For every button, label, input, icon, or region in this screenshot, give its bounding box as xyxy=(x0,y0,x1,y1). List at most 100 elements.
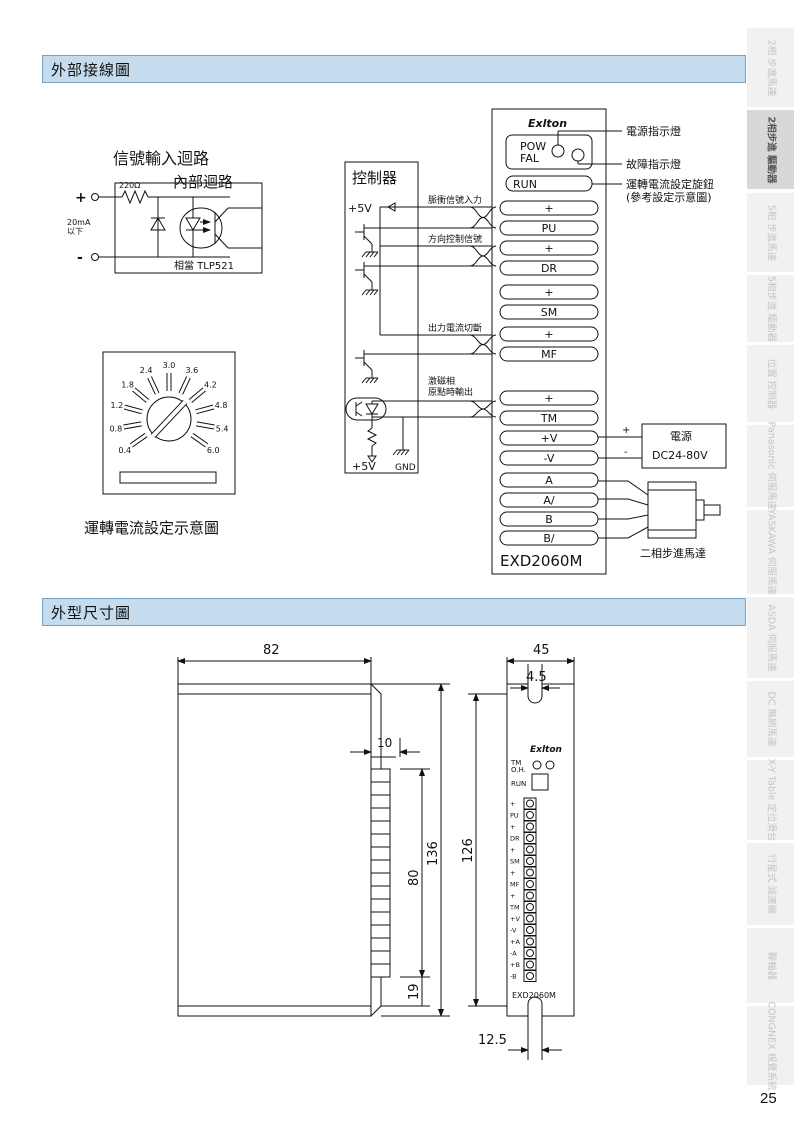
front-terminal: MF xyxy=(510,878,537,890)
signal-current-off: 出力電流切斷 xyxy=(428,322,482,334)
dial-tick-label: 0.4 xyxy=(118,446,131,455)
terminal-label: TM xyxy=(540,412,557,425)
power-label: 電源 xyxy=(670,429,692,443)
front-terminal-label: TM xyxy=(509,904,520,912)
terminal-label: + xyxy=(544,242,553,255)
front-brand: Exlton xyxy=(530,745,562,755)
signal-excitation: 激磁相 xyxy=(428,375,455,387)
dial-tick-label: 5.4 xyxy=(216,424,229,433)
dial-tick-label: 4.2 xyxy=(204,380,217,389)
side-terminal xyxy=(370,781,391,796)
signal-origin-output: 原點時輸出 xyxy=(428,386,473,398)
front-terminal: + xyxy=(510,889,537,902)
dimension-section-title: 外型尺寸圖 xyxy=(51,604,132,622)
sidebar-tab-13[interactable]: CONGNEX 視覺系統 xyxy=(747,1001,794,1090)
terminal-label: SM xyxy=(541,306,557,319)
front-terminal-label: + xyxy=(510,823,515,831)
signal-direction: 方向控制信號 xyxy=(428,233,482,245)
sidebar-tab-4[interactable]: 5相步進 驅動器 xyxy=(747,275,794,343)
terminal-label: A/ xyxy=(543,494,555,507)
dial-tick-label: 4.8 xyxy=(215,401,228,410)
dial-tick: 1.2 xyxy=(110,401,143,415)
side-terminal xyxy=(370,937,391,952)
dial-tick-label: 1.2 xyxy=(110,401,123,410)
sidebar-tab-9[interactable]: DC 無刷馬達 xyxy=(747,681,794,758)
front-terminal: + xyxy=(510,797,537,810)
dim-bottom-slot: 12.5 xyxy=(478,1033,507,1048)
terminal-label: +V xyxy=(541,432,558,445)
driver-terminal: -V xyxy=(499,450,599,466)
dial-tick: 6.0 xyxy=(190,433,220,455)
driver-terminal: B xyxy=(499,511,599,527)
sidebar-tab-2[interactable]: 2相步進 驅動器 xyxy=(747,110,794,190)
terminal-label: B/ xyxy=(543,532,555,545)
side-terminal xyxy=(370,833,391,848)
controller-box xyxy=(344,161,419,474)
front-terminal-label: -V xyxy=(510,927,517,935)
dial-tick-label: 3.0 xyxy=(163,361,176,370)
dial-knob xyxy=(146,396,192,442)
dial-tick: 4.8 xyxy=(195,401,228,415)
terminal-label: A xyxy=(545,474,553,487)
sidebar-tab-3[interactable]: 5相 步進馬達 xyxy=(747,193,794,273)
front-terminal: SM xyxy=(510,855,537,867)
sidebar-tab-7[interactable]: YASKAWA 伺服馬達 xyxy=(747,509,794,595)
inner-circuit-label: 內部迴路 xyxy=(173,173,233,191)
front-terminal-label: PU xyxy=(510,812,519,820)
callout-see-diagram: (參考設定示意圖) xyxy=(626,190,712,204)
input-circuit-title: 信號輸入迴路 xyxy=(113,149,209,168)
terminal-label: MF xyxy=(541,348,557,361)
optocoupler-part: 相當 TLP521 xyxy=(174,259,234,272)
input-minus-label: - xyxy=(77,250,83,266)
front-terminal-label: +B xyxy=(510,961,520,969)
fal-label: FAL xyxy=(520,152,540,165)
input-minus-terminal xyxy=(91,253,99,261)
side-terminal xyxy=(370,768,391,783)
dim-terminal-height: 80 xyxy=(407,869,422,886)
dial-tick: 3.6 xyxy=(178,366,198,395)
side-terminal xyxy=(370,924,391,939)
dim-front-height: 126 xyxy=(461,838,476,863)
power-plus: + xyxy=(622,425,630,436)
dial-label-slot xyxy=(119,471,217,484)
dim-bottom-offset: 19 xyxy=(407,983,422,1000)
controller-title: 控制器 xyxy=(352,169,397,187)
side-terminal xyxy=(370,963,391,978)
front-terminal: DR xyxy=(510,832,537,844)
dim-front-width: 45 xyxy=(533,643,550,658)
input-current-note: 以下 xyxy=(67,227,83,236)
signal-pulse: 脈衝信號入力 xyxy=(428,194,482,206)
dial-tick: 4.2 xyxy=(188,380,217,403)
sidebar-tab-6[interactable]: Panasonic 伺服馬達 xyxy=(747,422,794,510)
side-terminal xyxy=(370,820,391,835)
sidebar-tab-12[interactable]: 聯軸器 xyxy=(747,928,794,1004)
terminal-label: + xyxy=(544,286,553,299)
driver-terminal: A xyxy=(499,472,599,488)
sidebar-tab-5[interactable]: 位置 控制器 xyxy=(747,345,794,423)
input-current-label: 20mA xyxy=(67,218,91,227)
front-terminal-label: +V xyxy=(510,915,520,923)
front-terminal: +B xyxy=(510,958,537,971)
callout-current-knob: 運轉電流設定旋鈕 xyxy=(626,177,714,191)
dimension-section-header: 外型尺寸圖 xyxy=(42,598,746,626)
front-oh-label: O.H. xyxy=(511,766,526,774)
sidebar-tab-11[interactable]: 行星式 減速機 xyxy=(747,843,794,926)
dial-tick: 2.4 xyxy=(140,366,160,395)
dial-tick: 0.8 xyxy=(109,421,142,433)
front-terminal: + xyxy=(510,866,537,879)
terminal-label: B xyxy=(545,513,553,526)
front-terminal: -V xyxy=(510,924,537,936)
sidebar-tab-1[interactable]: 2相 步進馬達 xyxy=(747,28,794,108)
sidebar-tab-8[interactable]: ASDA 伺服馬達 xyxy=(747,597,794,679)
driver-terminal: A/ xyxy=(499,492,599,508)
driver-terminal: + xyxy=(499,284,599,300)
front-terminal: +V xyxy=(510,912,537,925)
sidebar-tab-10[interactable]: X-Y Table 定位滑台 xyxy=(747,759,794,841)
side-terminal xyxy=(370,846,391,861)
controller-vcc-bottom: +5V xyxy=(352,460,376,473)
front-terminal-label: DR xyxy=(510,835,520,843)
front-terminal: +A xyxy=(510,935,537,948)
callout-power-led: 電源指示燈 xyxy=(626,124,681,138)
front-terminal: PU xyxy=(510,809,537,821)
dial-tick-label: 3.6 xyxy=(185,366,198,375)
